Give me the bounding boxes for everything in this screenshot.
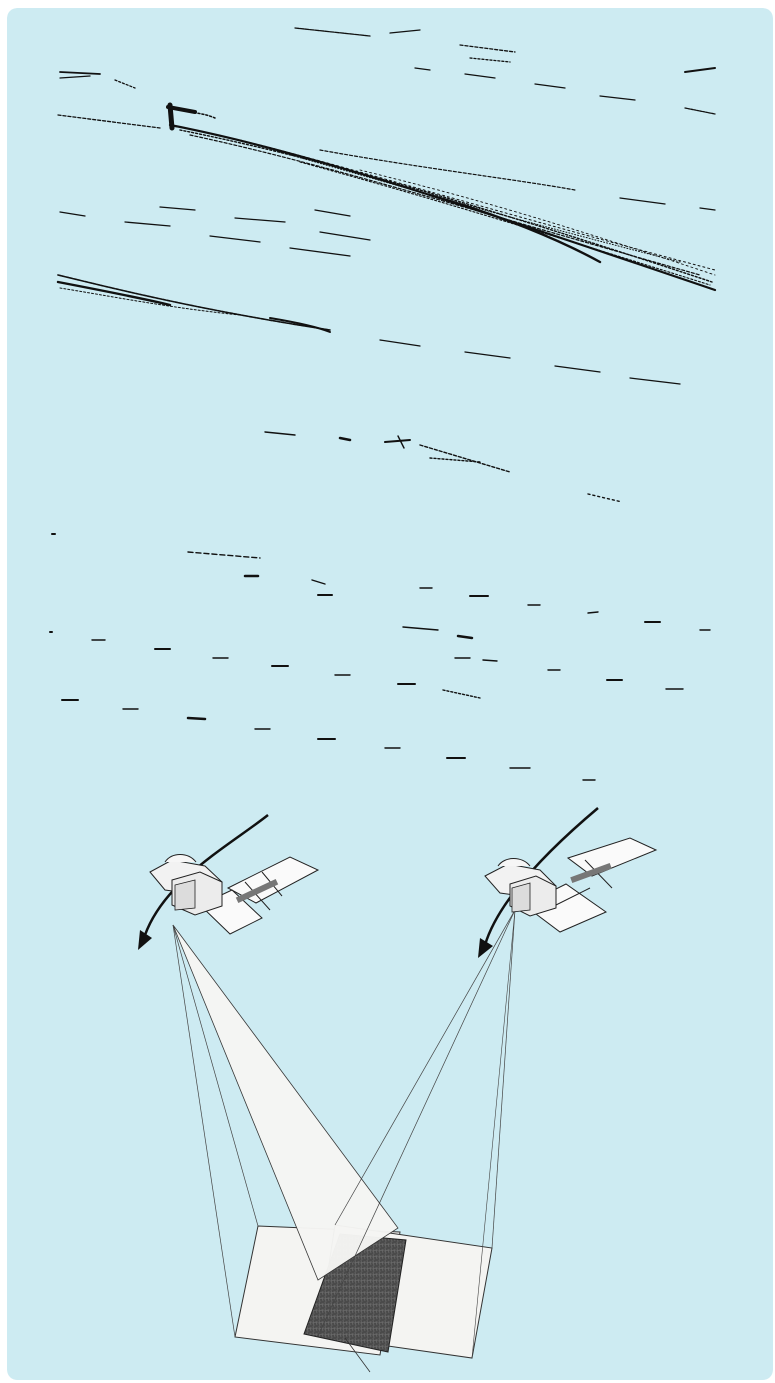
left-satellite-beam bbox=[172, 924, 399, 1338]
satellite-icon bbox=[149, 854, 320, 935]
right-satellite-beam bbox=[317, 909, 516, 1359]
diagram-panel bbox=[7, 8, 773, 1380]
sky-background bbox=[7, 8, 773, 1380]
nadir-line bbox=[344, 1337, 371, 1373]
satellite-icon bbox=[484, 837, 658, 933]
scattered-wave-dashes bbox=[57, 27, 716, 385]
surface-wave-streaks bbox=[49, 27, 717, 781]
satellite-left bbox=[138, 814, 320, 950]
diagram-canvas bbox=[7, 8, 773, 1380]
satellite-right bbox=[478, 807, 658, 958]
secondary-swell bbox=[56, 274, 331, 333]
major-swell-band bbox=[166, 102, 717, 292]
mid-wave-cluster bbox=[49, 431, 711, 781]
